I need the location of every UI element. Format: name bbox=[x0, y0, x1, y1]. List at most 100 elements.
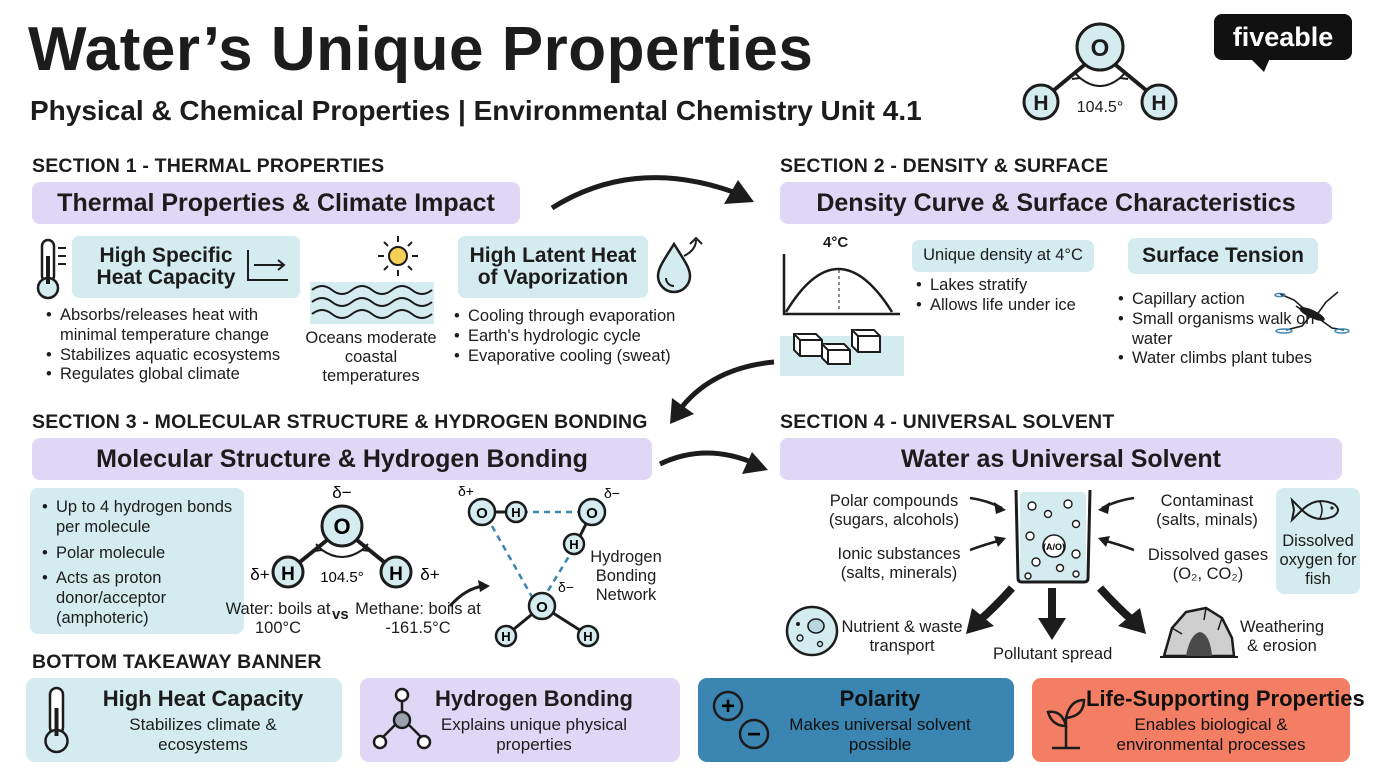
weathering-text: Weathering & erosion bbox=[1239, 618, 1325, 655]
cell-icon bbox=[785, 605, 839, 657]
s3-delta-minus: δ− bbox=[332, 483, 351, 502]
latent-heat-bullet: Earth's hydrologic cycle bbox=[452, 327, 712, 347]
section2-heading: Density Curve & Surface Characteristics bbox=[780, 182, 1332, 224]
solvent-output-arrows-icon bbox=[966, 585, 1146, 640]
latent-heat-title-1: High Latent Heat bbox=[469, 243, 637, 267]
section3-bullet: Polar molecule bbox=[40, 544, 240, 564]
hydrogen-bond-network-icon: O H O H O H H δ+ δ− δ− bbox=[458, 483, 620, 648]
s3-h-right-label: H bbox=[389, 564, 403, 585]
takeaway-card-heat bbox=[26, 678, 342, 762]
specific-heat-bullet: Absorbs/releases heat with minimal tempe… bbox=[44, 306, 294, 346]
polar-compounds-text: Polar compounds (sugars, alcohols) bbox=[828, 492, 960, 529]
section3-bullet: Up to 4 hydrogen bonds per molecule bbox=[40, 498, 240, 538]
section3-bullets: Up to 4 hydrogen bonds per molecule Pola… bbox=[40, 498, 240, 629]
page-title: Water’s Unique Properties bbox=[28, 15, 814, 84]
specific-heat-box: High Specific Heat Capacity bbox=[72, 236, 300, 298]
section3-label: SECTION 3 - MOLECULAR STRUCTURE & HYDROG… bbox=[32, 411, 648, 433]
takeaway-hbond-desc: Explains unique physical properties bbox=[440, 715, 628, 754]
section4-heading: Water as Universal Solvent bbox=[780, 438, 1342, 480]
specific-heat-bullet: Stabilizes aquatic ecosystems bbox=[44, 346, 294, 366]
net-h-4: H bbox=[583, 629, 592, 644]
banner-molecule-icon bbox=[372, 687, 432, 750]
oceans-caption: Oceans moderate coastal temperatures bbox=[305, 329, 437, 385]
density-bullets: Lakes stratify Allows life under ice bbox=[914, 276, 1114, 316]
header-h-right-label: H bbox=[1151, 92, 1166, 115]
thermometer-icon bbox=[36, 238, 66, 300]
header-angle-label: 104.5° bbox=[1077, 99, 1123, 116]
ice-cubes-icon bbox=[780, 329, 904, 376]
takeaway-polarity-title: Polarity bbox=[839, 686, 921, 711]
net-o-1: O bbox=[476, 505, 488, 522]
density-title-box: Unique density at 4°C bbox=[912, 240, 1094, 272]
logo-tail bbox=[1250, 58, 1270, 72]
solvent-beaker-icon: (A/O) bbox=[969, 489, 1135, 584]
contaminants-text: Contaminast (salts, minals) bbox=[1156, 492, 1258, 529]
rock-erosion-icon bbox=[1160, 606, 1238, 658]
s3-delta-plus-left: δ+ bbox=[250, 565, 269, 584]
dissolved-gases-text: Dissolved gases (O₂, CO₂) bbox=[1147, 546, 1269, 583]
banner-label: BOTTOM TAKEAWAY BANNER bbox=[32, 651, 322, 673]
ocean-waves-icon bbox=[310, 282, 434, 324]
latent-heat-box: High Latent Heat of Vaporization bbox=[458, 236, 648, 298]
header-o-label: O bbox=[1091, 35, 1110, 62]
specific-heat-bullet: Regulates global climate bbox=[44, 365, 294, 385]
section3-bullet: Acts as proton donor/acceptor (amphoteri… bbox=[40, 569, 240, 628]
latent-heat-bullet: Evaporative cooling (sweat) bbox=[452, 347, 712, 367]
section3-heading: Molecular Structure & Hydrogen Bonding bbox=[32, 438, 652, 480]
page-subtitle: Physical & Chemical Properties | Environ… bbox=[30, 95, 922, 126]
s3-o-label: O bbox=[333, 514, 350, 539]
surface-tension-box: Surface Tension bbox=[1128, 238, 1318, 274]
beaker-center-particle-label: (A/O) bbox=[1043, 542, 1065, 552]
flow-arrow-1-to-2-icon bbox=[550, 175, 754, 211]
takeaway-heat-desc: Stabilizes climate & ecosystems bbox=[129, 715, 277, 754]
specific-heat-title-1: High Specific bbox=[99, 243, 233, 267]
takeaway-life-desc: Enables biological & environmental proce… bbox=[1116, 715, 1306, 754]
s3-h-left-label: H bbox=[281, 564, 295, 585]
section2-label: SECTION 2 - DENSITY & SURFACE bbox=[780, 155, 1109, 177]
takeaway-life-title: Life-Supporting Properties bbox=[1086, 686, 1365, 711]
latent-heat-title-2: of Vaporization bbox=[477, 266, 629, 289]
takeaway-card-hbond bbox=[360, 678, 680, 762]
s3-angle-label: 104.5° bbox=[320, 569, 364, 586]
pollutant-spread-text: Pollutant spread bbox=[993, 645, 1113, 663]
hydrogen-network-label: Hydrogen Bonding Network bbox=[590, 548, 662, 604]
banner-polarity-icon: + − bbox=[712, 690, 770, 750]
specific-heat-bullets: Absorbs/releases heat with minimal tempe… bbox=[44, 306, 294, 385]
s3-delta-plus-right: δ+ bbox=[420, 565, 439, 584]
banner-sprout-icon bbox=[1046, 698, 1086, 750]
takeaway-polarity-desc: Makes universal solvent possible bbox=[789, 715, 971, 754]
evaporation-droplet-icon bbox=[656, 236, 703, 294]
plus-icon: + bbox=[721, 693, 735, 720]
fish-icon bbox=[1290, 496, 1339, 524]
polar-water-molecule-icon: O H H δ− δ+ δ+ 104.5° bbox=[250, 483, 440, 589]
surface-tension-title: Surface Tension bbox=[1142, 243, 1304, 267]
latent-heat-bullet: Cooling through evaporation bbox=[452, 307, 712, 327]
dissolved-oxygen-text: Dissolved oxygen for fish bbox=[1279, 532, 1357, 588]
density-curve-peak-label: 4°C bbox=[823, 234, 849, 251]
temperature-graph-icon bbox=[247, 250, 288, 281]
fiveable-logo[interactable]: fiveable bbox=[1214, 14, 1352, 60]
vs-text: vs bbox=[332, 606, 349, 623]
net-h-2: H bbox=[569, 537, 578, 552]
header-h-left-label: H bbox=[1033, 92, 1048, 115]
net-o-3: O bbox=[536, 599, 548, 616]
specific-heat-title-2: Heat Capacity bbox=[96, 266, 236, 289]
net-h-1: H bbox=[511, 505, 520, 520]
net-o-2: O bbox=[586, 505, 598, 522]
flow-arrow-2-to-3-icon bbox=[670, 359, 775, 424]
net-h-3: H bbox=[501, 629, 510, 644]
surface-tension-bullets: Capillary action Small organisms walk on… bbox=[1116, 290, 1336, 369]
flow-arrow-3-to-4-icon bbox=[658, 450, 768, 474]
surface-bullet: Water climbs plant tubes bbox=[1116, 349, 1336, 369]
net-delta-minus-2: δ− bbox=[558, 579, 574, 595]
water-boil-text: Water: boils at 100°C bbox=[225, 600, 331, 637]
sun-icon bbox=[378, 236, 418, 276]
banner-thermometer-icon bbox=[44, 686, 69, 754]
density-title: Unique density at 4°C bbox=[923, 246, 1083, 265]
section1-label: SECTION 1 - THERMAL PROPERTIES bbox=[32, 155, 385, 177]
ionic-substances-text: Ionic substances (salts, minerals) bbox=[837, 545, 961, 582]
surface-bullet: Small organisms walk on water bbox=[1116, 310, 1336, 350]
minus-icon: − bbox=[747, 721, 761, 748]
takeaway-hbond-title: Hydrogen Bonding bbox=[435, 686, 633, 711]
header-water-molecule-icon: O H H 104.5° bbox=[1022, 22, 1178, 121]
